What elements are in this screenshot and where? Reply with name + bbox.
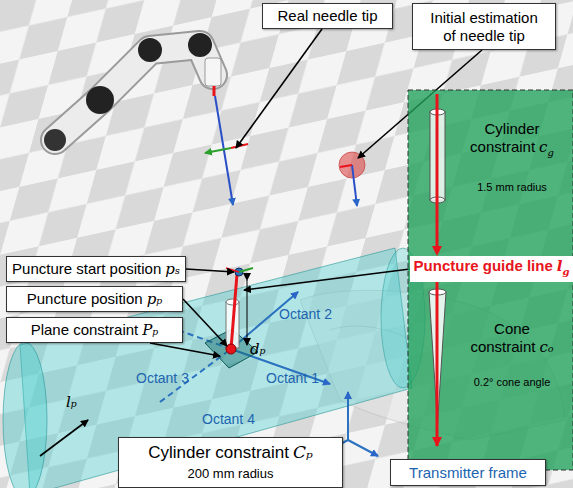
green-panel [436,290,439,446]
robot-arm [205,58,221,86]
symbol-label: lₚ [66,393,77,411]
estimated-tip-sphere [340,165,352,167]
text-row: Real needle tip [277,7,377,25]
text-row: 1.5 mm radius [456,177,568,195]
node-text: 200 mm radius [188,466,274,481]
node-text: Cylinder constraint [470,120,539,155]
estimated-tip-sphere [352,165,357,206]
leader-arrows [186,269,234,272]
leader-arrows [236,29,322,148]
leader-arrows [40,420,88,456]
octant-label: Octant 2 [279,306,332,322]
robot-arm [188,33,212,57]
node-text: 1.5 mm radius [477,181,547,193]
robot-arm [138,38,162,62]
guide-line-arrow [437,282,438,290]
math-symbol: cₒ [539,338,553,356]
constraint-panel-item: Cone constraintcₒ 0.2° cone angle [420,290,568,442]
dimension-label: dₚ [250,340,266,358]
node-text: Transmitter frame [409,464,527,481]
text-row: Cylinder constraintcg [456,120,568,162]
math-symbol: Pₚ [142,321,158,339]
callout-box: Cylinder constraintCₚ 200 mm radius [118,437,343,488]
leader-arrows [150,343,220,356]
green-panel [408,90,573,470]
node-text: Puncture position [27,290,143,307]
guide-cylinder [226,299,239,305]
needle-axes [231,144,248,148]
guide-line-label: Puncture guide linelg [410,256,573,282]
needle-axes [205,96,248,205]
text-row: Puncture start positionpₛ [12,260,180,278]
patient-cylinder [20,248,412,488]
callout-box: Puncture start positionpₛ [6,256,186,282]
needle-axes [205,148,231,153]
text-row: Puncture positionpₚ [27,290,163,308]
leader-arrows [244,269,410,290]
guide-cylinder [226,268,253,354]
callout-box: Puncture positionpₚ [6,286,183,312]
robot-arm [44,33,221,151]
guide-line [436,238,439,248]
node-text: Puncture start position [12,260,161,277]
text-row: Initial estimation of needle tip [422,9,546,45]
math-symbol: pₛ [165,260,180,278]
guide-line [436,282,439,290]
node-text: Puncture guide line [414,257,553,274]
constraint-panel-item: Cylinder constraintcg 1.5 mm radius [420,104,568,238]
guide-line-arrow [432,238,442,256]
node-text: Cylinder constraint [148,443,289,462]
math-symbol: c [539,138,547,156]
arrow-head [432,246,442,256]
octant-label: Octant 1 [266,370,319,386]
text-row: Cylinder constraintCₚ [148,442,313,463]
octant-label: Octant 3 [136,370,189,386]
callout-box: Transmitter frame [390,459,546,486]
math-symbol: g [548,147,554,158]
callout-box: Plane constraintPₚ [6,317,183,343]
octant-label: Octant 4 [202,411,255,427]
text-row: 200 mm radius [188,463,274,483]
transmitter-axes [347,392,349,440]
text-row: Puncture guide linelg [414,257,570,281]
guide-cylinder [239,268,253,272]
text-row: Transmitter frame [409,464,527,482]
transmitter-axes [348,440,378,456]
callout-box: Initial estimation of needle tip [412,3,556,50]
math-symbol: pₚ [147,290,163,308]
patient-cylinder [3,342,47,488]
robot-arm [44,129,66,151]
math-symbol: l [557,257,563,275]
green-panel [408,90,573,470]
text-row: Cone constraintcₒ [456,320,568,356]
guide-cylinder [231,274,237,349]
node-text: Initial estimation of needle tip [430,9,538,44]
math-symbol: g [562,266,569,277]
node-text: Cone constraint [470,320,535,355]
patient-cylinder [3,248,425,488]
callout-box: Real needle tip [262,3,393,29]
green-panel [436,94,439,238]
node-text: Real needle tip [277,7,377,24]
robot-arm [55,45,213,140]
robot-arm [55,45,213,140]
robot-arm [86,86,114,114]
text-row: Plane constraintPₚ [31,321,159,339]
robot-arm [213,86,216,96]
text-row: 0.2° cone angle [456,372,568,390]
leader-arrows [183,299,227,346]
node-text: 0.2° cone angle [474,376,551,388]
math-symbol: Cₚ [293,442,313,462]
node-text: Plane constraint [31,321,139,338]
estimated-tip-sphere [339,152,365,206]
